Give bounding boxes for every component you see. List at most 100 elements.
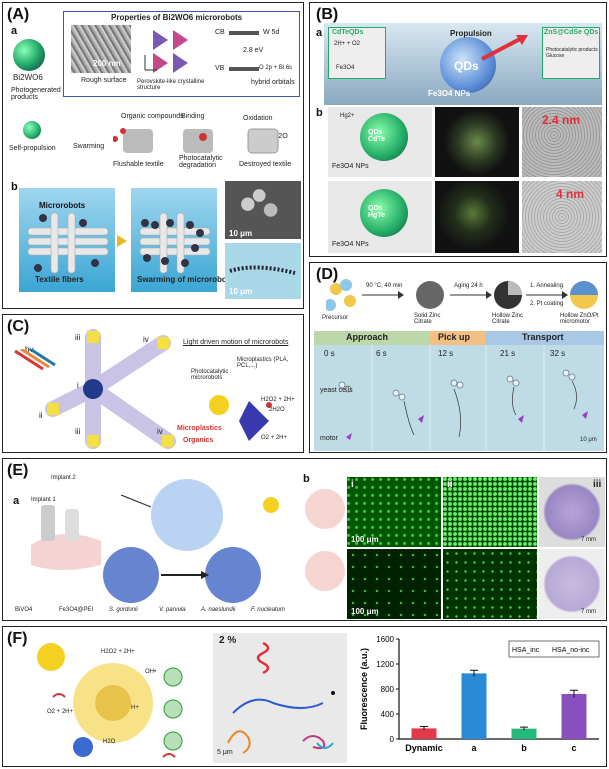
bar-1 — [461, 673, 487, 739]
time-32: 32 s — [550, 349, 566, 358]
phase-approach-label: Approach — [346, 332, 389, 342]
panel-e-sub-a: a — [13, 495, 20, 507]
f-oh: OH• — [145, 669, 157, 675]
time-0: 0 s — [324, 349, 335, 358]
h2o2-label: H2O2 + 2H+ — [261, 397, 295, 403]
scale-200nm: 200 nm — [93, 59, 121, 68]
selfprop-label: Self-propulsion — [9, 145, 56, 152]
crystal-structure — [144, 30, 188, 73]
textile-icons — [113, 128, 279, 154]
b-sphere-bottom — [305, 551, 345, 591]
precursor-label: Precursor — [322, 315, 349, 321]
legend-fe3o4pei: Fe3O4@PEI — [59, 607, 94, 613]
properties-title: Properties of Bi2WO6 microrobots — [111, 13, 243, 22]
f-o2: O2 + 2H+ — [47, 709, 74, 715]
x-tick-label-0: Dynamic — [405, 743, 443, 753]
bar-3 — [561, 694, 587, 739]
conf-ii-bottom — [443, 549, 537, 619]
b-sphere-top — [305, 489, 345, 529]
bi2wo6-sphere — [13, 39, 45, 71]
roman-iii-top: iii — [75, 333, 81, 342]
microrobots-label: Microrobots — [39, 201, 86, 210]
arrow-right-a — [117, 235, 127, 247]
fluor-image-2 — [435, 181, 519, 253]
e-iii-label: iii — [593, 479, 602, 490]
solid-label: Solid Zinc Citrate — [414, 313, 441, 325]
tem-image-2 — [522, 181, 602, 253]
fibers-left — [27, 212, 109, 274]
propulsion-arrow — [481, 35, 528, 61]
oxidation-label: Oxidation — [243, 115, 273, 122]
scale-10um-b: 10 μm — [229, 287, 253, 296]
roman-ii: ii — [39, 411, 43, 420]
legend-row: BiVO4 Fe3O4@PEI S. gordonii V. parvula A… — [15, 605, 295, 619]
star-pathways — [45, 329, 176, 449]
fe3o4-inset-label: Fe3O4 — [336, 65, 355, 71]
nm24-label: 2.4 nm — [542, 113, 581, 127]
legend-vparvula: V. parvula — [159, 607, 186, 613]
panel-e: (E) a Implant 2 Implant 1 BiVO4 Fe3O4@PE… — [2, 458, 607, 621]
organics-label: Organics — [183, 437, 214, 444]
time-12: 12 s — [438, 349, 454, 358]
cdte-sphere — [360, 113, 408, 161]
material-label: Bi2WO6 — [13, 73, 43, 82]
phase-pickup — [430, 331, 486, 345]
o2-label: O2 + 2H+ — [261, 435, 288, 441]
fe3o4-nps-main: Fe3O4 NPs — [428, 89, 471, 98]
properties-box — [63, 11, 300, 97]
y-tick-label-3: 1200 — [376, 660, 394, 669]
f-hplus: H+ — [131, 705, 139, 711]
panel-c-tag: (C) — [7, 318, 30, 335]
panel-a-tag: (A) — [7, 6, 30, 23]
f-h2o: H2O — [103, 739, 116, 745]
bar-0 — [411, 728, 437, 739]
selfprop-sphere — [23, 121, 41, 139]
sem-rough-image — [71, 25, 131, 73]
aging-label: Aging 24 h — [454, 283, 483, 289]
flushable-label: Flushable textile — [113, 161, 164, 168]
fe3o4-row1: Fe3O4 NPs — [332, 163, 369, 170]
w5d-label: W 5d — [263, 29, 280, 36]
hybrid-label: hybrid orbitals — [251, 79, 295, 86]
optical-swarm-image — [225, 243, 301, 299]
hollow-motor-label: Hollow ZnO/Pt micromotor — [560, 313, 599, 325]
cdte-qd-label: CdTeQDs — [332, 29, 364, 36]
legend-fnucleatum: F. nucleatum — [251, 607, 285, 613]
phase-transport-label: Transport — [522, 332, 564, 342]
panel-b-tag: (B) — [316, 6, 339, 23]
vb-label: VB — [215, 65, 225, 72]
panel-f: (F) H2O2 + 2H+ O2 + 2H+ OH• H2O H+ 2 % 5… — [2, 626, 607, 767]
microscopy-strip — [314, 345, 604, 451]
cdte-inset — [328, 27, 386, 79]
light-rays — [14, 349, 56, 371]
hg-label: Hg2+ — [340, 113, 355, 119]
legend-sgordonii: S. gordonii — [109, 607, 138, 613]
y-tick-label-2: 800 — [381, 685, 395, 694]
panel-b: (B) a CdTeQDs 2H+ + O2 Fe3O4 QDs Propuls… — [309, 2, 607, 257]
e-i-label: i — [351, 479, 354, 490]
panel-a-sub-a: a — [11, 25, 18, 37]
photocat-label: Photocatalytic products Glucose — [546, 47, 598, 59]
phase-transport — [486, 331, 604, 345]
scale100-top: 100 μm — [351, 535, 379, 544]
swarming-label: Swarming — [73, 143, 105, 150]
legend-box — [508, 640, 600, 658]
implant2-label: Implant 2 — [51, 475, 76, 481]
tem-image-1 — [522, 107, 602, 177]
photocat-microrobots: Photocatalytic microrobots — [191, 369, 229, 381]
step1-label: 90 °C, 40 min — [366, 283, 403, 289]
panel-e-tag: (E) — [7, 462, 29, 479]
implant1-label: Implant 1 — [31, 497, 56, 503]
hgte-sphere — [360, 189, 408, 237]
ptcoat-label: 2. Pt coating — [530, 301, 564, 307]
roman-iv-top: iv — [143, 335, 149, 344]
y-tick-label-0: 0 — [390, 735, 395, 744]
light-driven-title: Light driven motion of microrobots — [183, 339, 289, 346]
znscdse-inset — [542, 27, 600, 79]
conf-ii-top — [443, 477, 537, 547]
y-axis-label: Fluorescence (a.u.) — [359, 648, 369, 730]
nm4-label: 4 nm — [556, 187, 585, 201]
hgte-label: QDs HgTe — [368, 205, 385, 219]
panel-b-sub-a: a — [316, 27, 323, 39]
